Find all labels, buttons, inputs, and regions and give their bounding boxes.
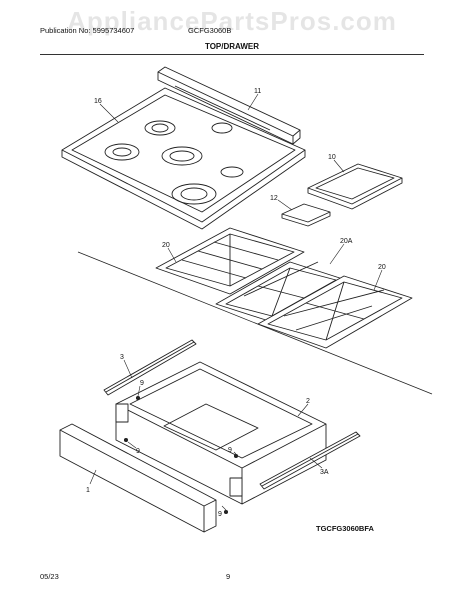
grate-part-20-right[interactable] [257, 275, 413, 349]
diagram-code: TGCFG3060BFA [316, 524, 374, 533]
publication-number: Publication No: 5995734607 [40, 26, 135, 35]
callout-11: 11 [254, 88, 261, 95]
callout-1: 1 [86, 487, 90, 494]
griddle-part-10[interactable] [307, 163, 403, 210]
leader-lines [89, 93, 383, 511]
griddle-insert-part-12[interactable] [281, 203, 331, 227]
callout-3: 3 [120, 354, 124, 361]
drawer-slide-right-part-3A[interactable] [259, 431, 361, 490]
drawer-body-part-2[interactable] [115, 361, 327, 505]
drawer-front-part-1[interactable] [59, 423, 217, 533]
callout-9-bottom: 9 [218, 511, 222, 518]
callout-9-right: 9 [228, 447, 232, 454]
callout-9-left: 9 [136, 448, 140, 455]
callout-10: 10 [328, 154, 336, 161]
callout-16: 16 [94, 98, 102, 105]
backguard-part-11[interactable] [157, 66, 301, 145]
cooktop-part-16[interactable] [61, 87, 306, 230]
drawer-slide-left-part-3[interactable] [103, 339, 197, 396]
grate-part-20-left[interactable] [155, 227, 305, 295]
callout-20A: 20A [340, 238, 353, 245]
callout-2: 2 [306, 398, 310, 405]
callout-3A: 3A [320, 469, 329, 476]
page-number: 9 [226, 572, 231, 581]
section-title: TOP/DRAWER [204, 42, 260, 51]
callout-9-top: 9 [140, 380, 144, 387]
callout-20-left: 20 [162, 242, 170, 249]
footer-date: 05/23 [40, 572, 59, 581]
callout-12: 12 [270, 195, 278, 202]
screws-part-9[interactable] [123, 395, 239, 515]
header-rule [40, 54, 424, 55]
model-number: GCFG3060B [188, 26, 232, 35]
callout-20-right: 20 [378, 264, 386, 271]
